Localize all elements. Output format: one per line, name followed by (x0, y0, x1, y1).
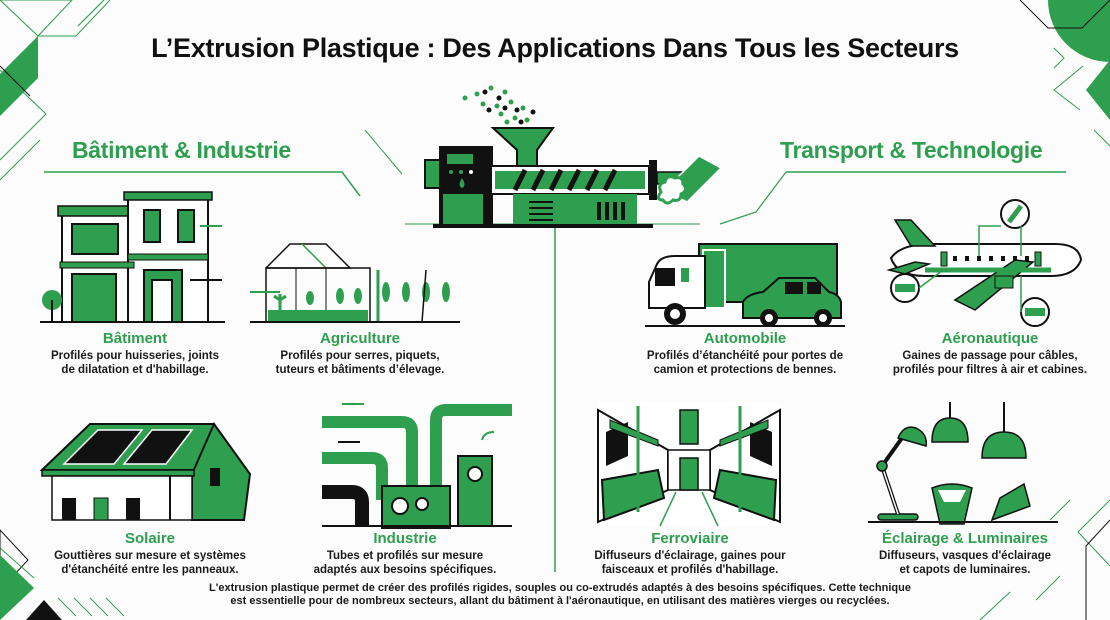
card-automobile: Automobile Profilés d’étanchéité pour po… (630, 330, 860, 377)
card-title: Bâtiment (102, 330, 168, 347)
house-icon (40, 191, 225, 323)
card-description: Gaines de passage pour câbles, profilés … (892, 350, 1088, 376)
card-description: Diffuseurs d'éclairage, gaines pour fais… (594, 550, 786, 576)
card-description: Gouttières sur mesure et systèmes d'étan… (54, 550, 246, 576)
extruded-profile-icon (656, 155, 723, 205)
card-eclairage-luminaires: Éclairage & Luminaires Diffuseurs, vasqu… (850, 530, 1080, 577)
lamps-icon (868, 402, 1058, 525)
section-heading-batiment-industrie: Bâtiment & Industrie (72, 137, 291, 163)
page-title: L’Extrusion Plastique : Des Applications… (151, 33, 959, 63)
extruder-machine-icon (424, 85, 686, 228)
greenhouse-icon (250, 243, 460, 323)
industrial-pipes-icon (322, 403, 512, 529)
card-agriculture: Agriculture Profilés pour serres, piquet… (255, 330, 465, 377)
card-title: Agriculture (319, 330, 400, 347)
card-description: Diffuseurs, vasques d'éclairage et capot… (878, 550, 1052, 576)
card-ferroviaire: Ferroviaire Diffuseurs d'éclairage, gain… (575, 530, 805, 577)
truck-car-icon (645, 243, 845, 327)
card-title: Solaire (124, 530, 176, 547)
card-batiment: Bâtiment Profilés pour huisseries, joint… (30, 330, 240, 377)
card-aeronautique: Aéronautique Gaines de passage pour câbl… (870, 330, 1110, 377)
card-title: Éclairage & Luminaires (882, 530, 1048, 547)
card-title: Ferroviaire (651, 530, 729, 547)
card-industrie: Industrie Tubes et profilés sur mesure a… (290, 530, 520, 577)
card-description: Profilés d’étanchéité pour portes de cam… (646, 350, 844, 376)
card-solaire: Solaire Gouttières sur mesure et système… (30, 530, 270, 577)
footer-summary: L'extrusion plastique permet de créer de… (209, 582, 911, 607)
solar-roof-icon (39, 421, 252, 521)
card-title: Automobile (703, 330, 787, 347)
train-interior-icon (597, 402, 781, 527)
card-description: Profilés pour serres, piquets, tuteurs e… (275, 350, 445, 376)
section-heading-transport-technologie: Transport & Technologie (780, 137, 1043, 163)
card-description: Profilés pour huisseries, joints de dila… (50, 350, 220, 376)
card-title: Aéronautique (941, 330, 1039, 347)
card-description: Tubes et profilés sur mesure adaptés aux… (313, 550, 497, 576)
card-title: Industrie (373, 530, 437, 547)
airplane-icon (886, 199, 1083, 327)
